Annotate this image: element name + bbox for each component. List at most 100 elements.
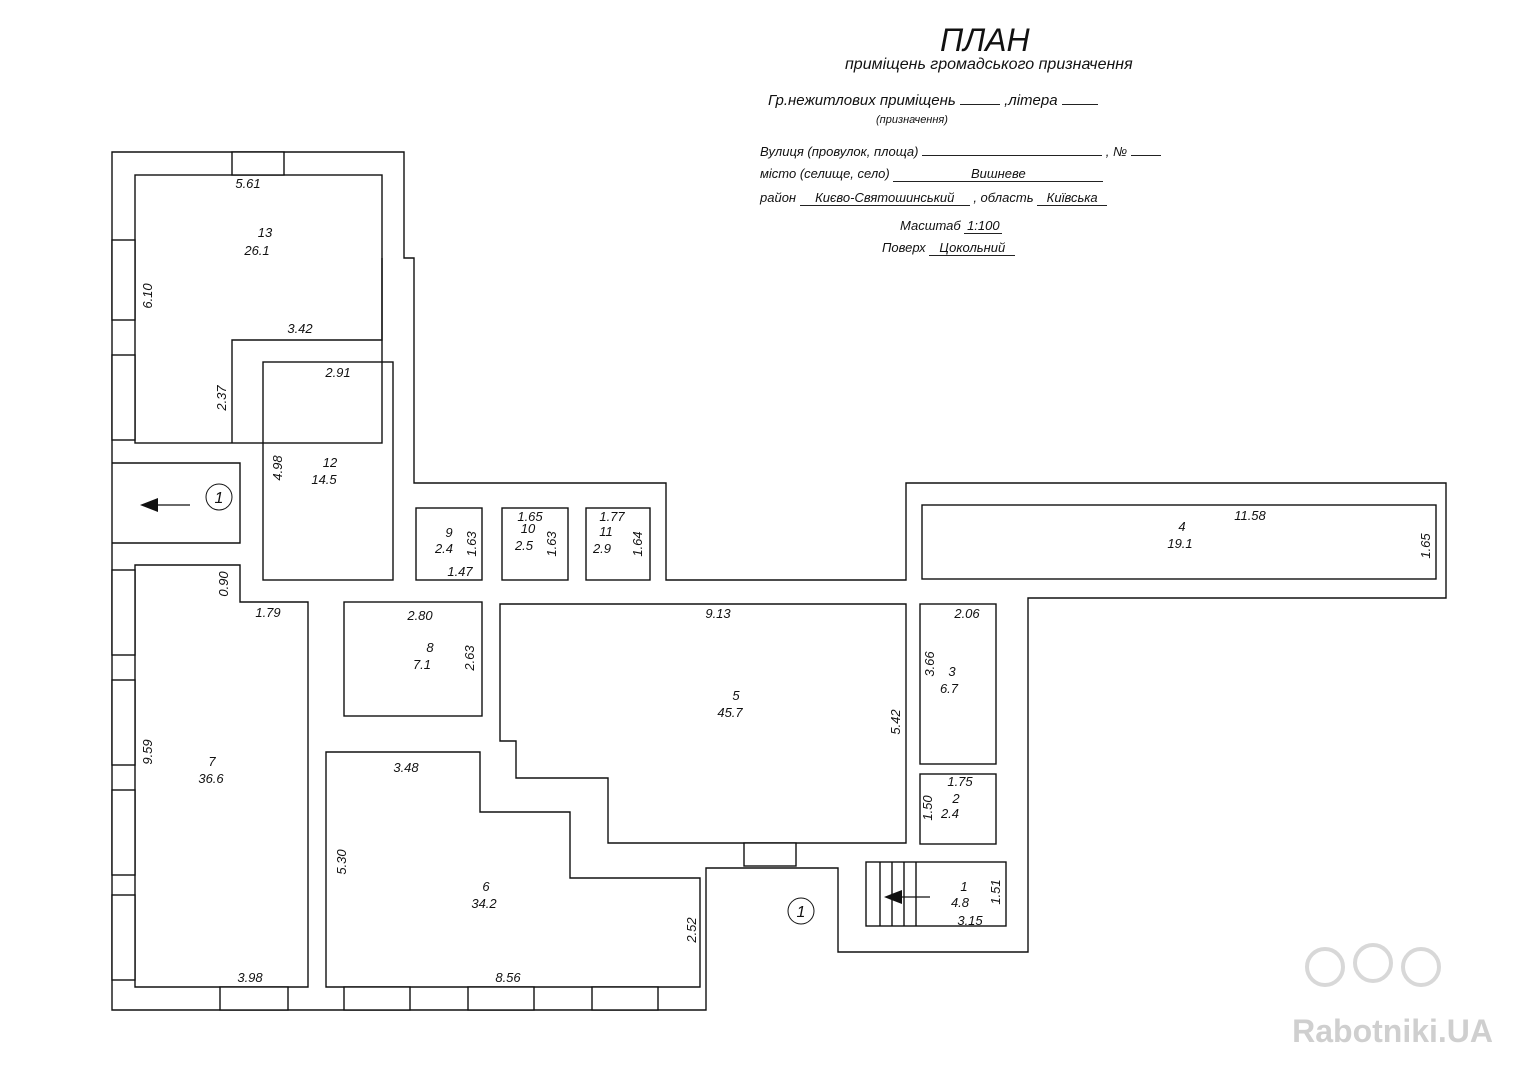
room-8-outline bbox=[343, 601, 483, 717]
dim-label: 3.42 bbox=[287, 321, 313, 336]
dim-label: 11.58 bbox=[1234, 508, 1266, 523]
window bbox=[111, 789, 136, 876]
room-10-num: 10 bbox=[521, 521, 536, 536]
room-9-num: 9 bbox=[445, 525, 452, 540]
room-7-area: 36.6 bbox=[198, 771, 224, 786]
district-label: район bbox=[760, 190, 797, 205]
dim-label: 1.77 bbox=[599, 509, 625, 524]
room-8-area: 7.1 bbox=[413, 657, 431, 672]
room-3-num: 3 bbox=[948, 664, 956, 679]
dim-label: 2.52 bbox=[684, 917, 699, 944]
window bbox=[111, 569, 136, 656]
purpose-label: Гр.нежитлових приміщень bbox=[768, 92, 956, 109]
room-6-num: 6 bbox=[482, 879, 490, 894]
window bbox=[231, 151, 285, 176]
room-3-outline bbox=[919, 603, 997, 765]
entry-arrow-icon bbox=[140, 498, 158, 512]
dim-label: 1.79 bbox=[255, 605, 280, 620]
plan-subtitle: приміщень громадського призначення bbox=[845, 56, 1133, 73]
room-9-area: 2.4 bbox=[434, 541, 453, 556]
room-9-outline bbox=[415, 507, 483, 581]
street-label: Вулиця (провулок, площа) bbox=[760, 144, 919, 159]
number-label: , № bbox=[1105, 144, 1128, 159]
dim-label: 2.37 bbox=[214, 385, 229, 412]
dim-label: 1.75 bbox=[947, 774, 973, 789]
scale-row: Масштаб 1:100 bbox=[900, 218, 1003, 234]
room-4-num: 4 bbox=[1178, 519, 1185, 534]
room-6-area: 34.2 bbox=[471, 896, 497, 911]
room-2-outline bbox=[919, 773, 997, 845]
watermark: Rabotniki.UA bbox=[1292, 1013, 1493, 1049]
window bbox=[219, 986, 289, 1011]
plan-title: ПЛАН bbox=[940, 22, 1030, 58]
purpose-value bbox=[959, 104, 1000, 105]
window bbox=[111, 354, 136, 441]
room-5-area: 45.7 bbox=[717, 705, 743, 720]
room-4-area: 19.1 bbox=[1167, 536, 1192, 551]
purpose-caption: (призначення) bbox=[876, 114, 948, 126]
room-12-num: 12 bbox=[323, 455, 338, 470]
entry-arrow-icon bbox=[884, 890, 902, 904]
outer-wall bbox=[111, 151, 1447, 1011]
dim-label: 1.51 bbox=[988, 879, 1003, 904]
room-11-area: 2.9 bbox=[592, 541, 611, 556]
dim-label: 6.10 bbox=[140, 283, 155, 309]
room-1-area: 4.8 bbox=[951, 895, 970, 910]
room-3-area: 6.7 bbox=[940, 681, 959, 696]
room-8-num: 8 bbox=[426, 640, 434, 655]
room-11-outline bbox=[585, 507, 651, 581]
entrance-marker bbox=[205, 483, 233, 511]
floor-label: Поверх bbox=[882, 240, 926, 255]
floor-row: Поверх Цокольний bbox=[882, 240, 1016, 256]
window bbox=[467, 986, 535, 1011]
room-11-num: 11 bbox=[599, 524, 613, 539]
dim-label: 1.65 bbox=[517, 509, 543, 524]
window bbox=[591, 986, 659, 1011]
entrance-label: 1 bbox=[215, 490, 224, 507]
dim-label: 2.63 bbox=[462, 645, 477, 672]
street-value bbox=[922, 155, 1103, 156]
dim-label: 3.98 bbox=[237, 970, 263, 985]
dim-label: 1.63 bbox=[464, 531, 479, 557]
dim-label: 1.63 bbox=[544, 531, 559, 557]
litera-value bbox=[1061, 104, 1098, 105]
room-12-outline bbox=[262, 361, 394, 581]
window bbox=[743, 842, 797, 867]
scale-label: Масштаб bbox=[900, 218, 961, 233]
room-2-num: 2 bbox=[951, 791, 960, 806]
room-1-num: 1 bbox=[960, 879, 967, 894]
dim-label: 9.13 bbox=[705, 606, 731, 621]
dim-label: 2.06 bbox=[953, 606, 980, 621]
city-value: Вишневе bbox=[893, 166, 1104, 182]
window bbox=[343, 986, 411, 1011]
dim-label: 5.42 bbox=[888, 709, 903, 735]
dim-label: 1.50 bbox=[920, 795, 935, 821]
dim-label: 5.61 bbox=[235, 176, 260, 191]
dim-label: 1.47 bbox=[447, 564, 473, 579]
number-value bbox=[1130, 155, 1161, 156]
litera-label: ,літера bbox=[1004, 92, 1058, 109]
dim-label: 0.90 bbox=[216, 571, 231, 597]
entry-corridor bbox=[112, 462, 241, 544]
purpose-row: Гр.нежитлових приміщень ,літера bbox=[768, 92, 1098, 109]
window bbox=[111, 239, 136, 321]
window bbox=[111, 679, 136, 766]
room-13-outline bbox=[134, 174, 383, 444]
dim-label: 3.15 bbox=[957, 913, 983, 928]
floor-value: Цокольний bbox=[929, 240, 1016, 256]
room-1-outline bbox=[865, 861, 1007, 927]
district-row: район Києво-Святошинський , область Київ… bbox=[760, 190, 1108, 206]
street-row: Вулиця (провулок, площа) , № bbox=[760, 144, 1161, 159]
dim-label: 3.48 bbox=[393, 760, 419, 775]
dim-label: 2.80 bbox=[406, 608, 433, 623]
room-10-outline bbox=[501, 507, 569, 581]
room-7-outline bbox=[134, 564, 309, 988]
dim-label: 9.59 bbox=[140, 739, 155, 764]
city-label: місто (селище, село) bbox=[760, 166, 890, 181]
district-value: Києво-Святошинський bbox=[799, 190, 970, 206]
dim-label: 8.56 bbox=[495, 970, 521, 985]
scale-value: 1:100 bbox=[964, 218, 1003, 234]
room-13-area: 26.1 bbox=[243, 243, 269, 258]
entrance-marker bbox=[787, 897, 815, 925]
